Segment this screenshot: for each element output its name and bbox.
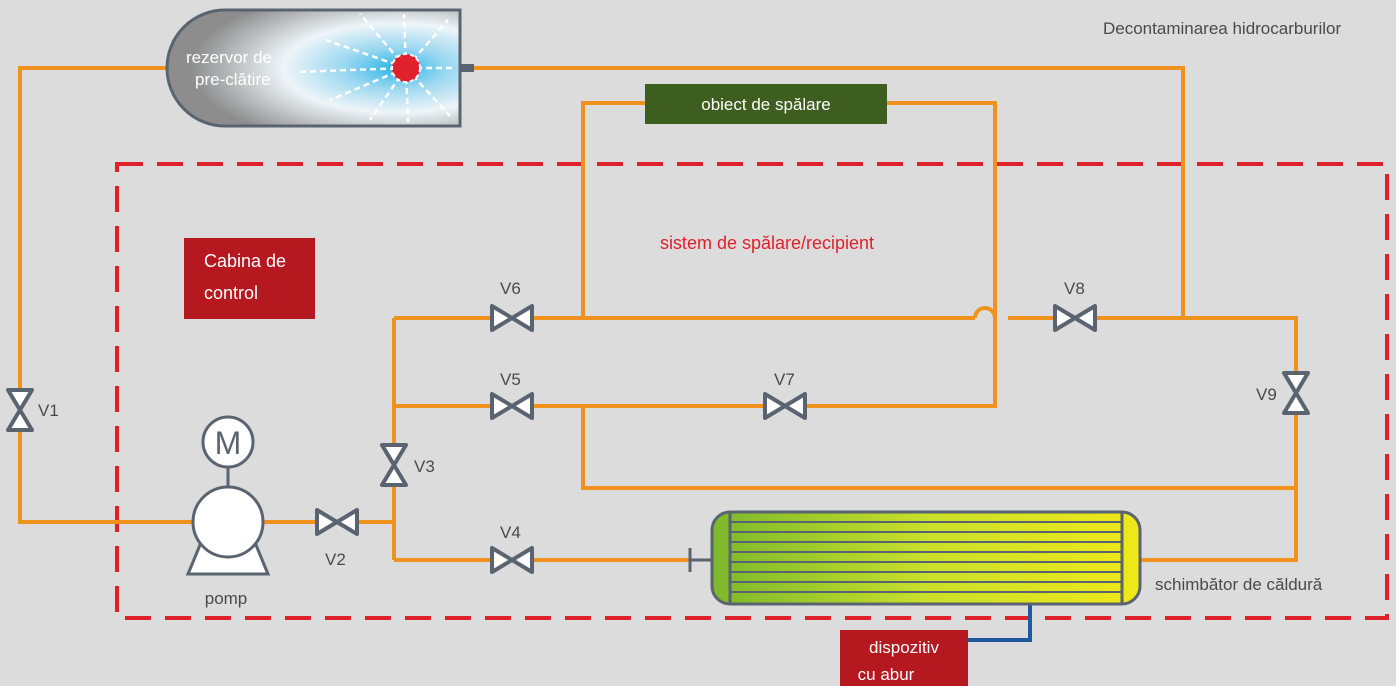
valve-v8-icon[interactable] [1053, 304, 1097, 332]
valve-v8-label: V8 [1064, 279, 1085, 298]
valve-v3-label: V3 [414, 457, 435, 476]
valve-v3-icon[interactable] [380, 443, 408, 487]
pipe-v8-line [1008, 316, 1298, 562]
control-cabin-line2: control [204, 283, 258, 303]
tank-nozzle [460, 64, 474, 72]
valve-v2-icon[interactable] [315, 508, 359, 536]
steam-device-line2: cu abur [858, 665, 915, 684]
control-cabin-line1: Cabina de [204, 251, 286, 271]
control-cabin-box [184, 238, 315, 319]
pump: M pomp [185, 415, 271, 608]
diagram-title: Decontaminarea hidrocarburilor [1103, 19, 1341, 38]
wash-object-label: obiect de spălare [701, 95, 830, 114]
pipe-tank-to-return [472, 66, 1185, 318]
valve-v4-icon[interactable] [490, 546, 534, 574]
system-boundary [115, 162, 1389, 620]
valve-v7-icon[interactable] [763, 392, 807, 420]
wash-object-box [645, 84, 887, 124]
tank-label-line1: rezervor de [186, 48, 272, 67]
valve-v5-label: V5 [500, 370, 521, 389]
pipe-v6-crossover [973, 306, 997, 319]
pump-icon [191, 485, 265, 559]
valve-v6-icon[interactable] [490, 304, 534, 332]
valve-v9-icon[interactable] [1282, 371, 1310, 415]
valve-v9-label: V9 [1256, 385, 1277, 404]
motor-symbol: M [215, 425, 242, 461]
spray-nozzle [391, 53, 421, 83]
pipe-wash-supply [581, 101, 650, 318]
pre-rinse-tank: rezervor de pre-clătire [165, 8, 474, 128]
pipes [18, 66, 1298, 562]
valve-v4-label: V4 [500, 523, 521, 542]
tank-label-line2: pre-clătire [195, 70, 271, 89]
valve-v1-label: V1 [38, 401, 59, 420]
valve-v7-label: V7 [774, 370, 795, 389]
wash-system-label: sistem de spălare/recipient [660, 233, 874, 253]
valve-v6-label: V6 [500, 279, 521, 298]
pump-label: pomp [205, 589, 248, 608]
steam-device-box [840, 630, 968, 686]
pipe-loop-return [581, 406, 1296, 490]
heat-exchanger-label: schimbător de căldură [1155, 575, 1323, 594]
steam-pipe [968, 600, 1032, 642]
heat-exchanger-tubes [730, 521, 1122, 593]
pipe-wash-return [805, 101, 997, 408]
valve-v2-label: V2 [325, 550, 346, 569]
heat-exchanger: schimbător de căldură [688, 510, 1323, 606]
valve-v5-icon[interactable] [490, 392, 534, 420]
valve-v1-icon[interactable] [6, 388, 34, 432]
pipe-tank-to-v1 [18, 66, 195, 524]
steam-device-line1: dispozitiv [869, 638, 939, 657]
